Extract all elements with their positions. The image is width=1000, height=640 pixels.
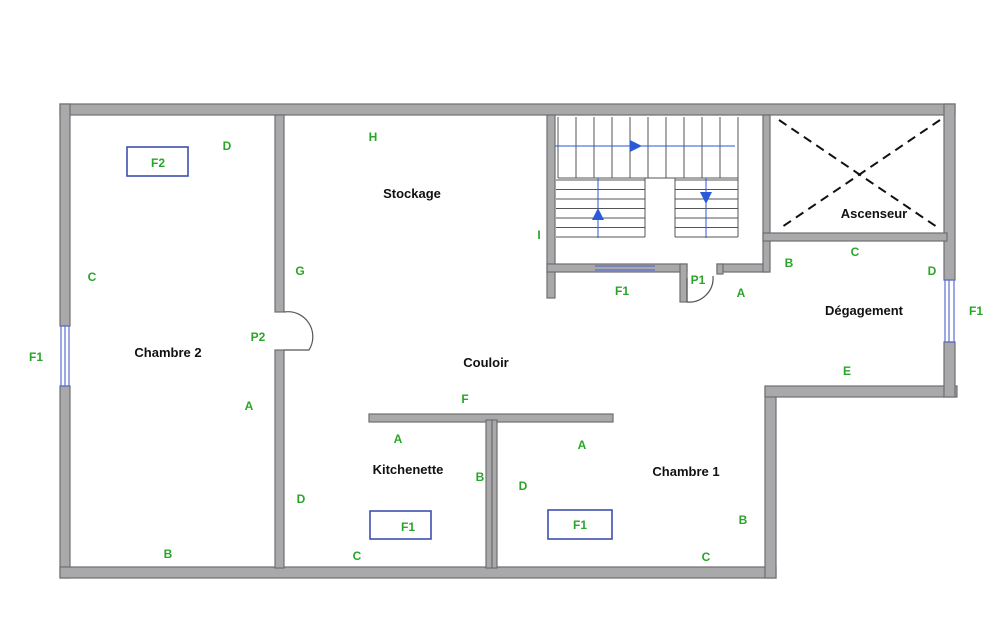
walls: [59, 103, 958, 579]
box-f1-kitchenette: [369, 510, 432, 540]
windows: [60, 265, 955, 387]
kitchenette-chambre1-wall-b: [491, 419, 498, 569]
wall-label-chambre2-b: B: [164, 547, 173, 561]
door-p1-swing: [686, 275, 714, 303]
room-label-chambre1: Chambre 1: [652, 464, 719, 479]
wall-label-degagement-d: D: [928, 264, 937, 278]
box-f2-chambre2-label: F2: [151, 156, 165, 170]
opening-label-f1-stair: F1: [615, 284, 629, 298]
wall-label-stockage-h: H: [369, 130, 378, 144]
wall-label-chambre1-b: B: [739, 513, 748, 527]
wall-label-chambre1-a: A: [578, 438, 587, 452]
opening-label-p1: P1: [691, 273, 706, 287]
outer-wall-bottom: [59, 566, 777, 579]
staircase: [555, 117, 739, 238]
wall-label-chambre1-c: C: [702, 550, 711, 564]
room-label-chambre2: Chambre 2: [134, 345, 201, 360]
wall-label-degagement-b: B: [785, 256, 794, 270]
stair-wall-left: [546, 114, 556, 299]
elevator-shaft: [778, 119, 941, 230]
wall-label-kitchenette-b: B: [476, 470, 485, 484]
doors: [283, 275, 714, 351]
stair-wall-bottom-left: [546, 263, 688, 273]
outer-wall-top: [59, 103, 956, 116]
outer-wall-right-upper: [943, 103, 956, 281]
room-label-couloir: Couloir: [463, 355, 509, 370]
stair-arrow-down: [700, 192, 712, 204]
wall-labels: D C A B H G I F D C A A B A D B C B C D …: [88, 130, 937, 564]
wall-label-chambre2-c: C: [88, 270, 97, 284]
outer-wall-left-upper: [59, 103, 71, 327]
chambre2-partition-upper: [274, 114, 285, 313]
wall-label-couloir-a: A: [737, 286, 746, 300]
room-label-kitchenette: Kitchenette: [373, 462, 444, 477]
kitchenette-chambre1-wall-a: [485, 419, 493, 569]
window-boxes: F2 F1 F1: [126, 146, 613, 540]
wall-label-stockage-g: G: [295, 264, 304, 278]
opening-labels: F1 F1 F1 P1 P2: [29, 273, 983, 364]
box-f1-kitchenette-label: F1: [401, 520, 415, 534]
wall-label-chambre2-a: A: [245, 399, 254, 413]
stair-arrow-up: [592, 208, 604, 220]
elevator-wall-left: [762, 114, 771, 273]
wall-label-chambre2-d: D: [223, 139, 232, 153]
outer-wall-right-lower: [943, 341, 956, 398]
wall-label-stockage-i: I: [537, 228, 540, 242]
opening-label-f1-right: F1: [969, 304, 983, 318]
box-f1-chambre1: [547, 509, 613, 540]
outer-wall-right-notch-vertical: [764, 387, 777, 579]
outer-wall-left-lower: [59, 385, 71, 579]
p1-jamb-right: [716, 263, 724, 275]
wall-label-couloir-f: F: [461, 392, 468, 406]
box-f2-chambre2: [126, 146, 189, 177]
stair-wall-bottom-right: [716, 263, 770, 273]
box-f1-chambre1-label: F1: [573, 518, 587, 532]
room-label-stockage: Stockage: [383, 186, 441, 201]
wall-label-degagement-e: E: [843, 364, 851, 378]
room-label-ascenseur: Ascenseur: [841, 206, 907, 221]
room-labels: Chambre 2 Stockage Couloir Kitchenette C…: [134, 186, 907, 479]
chambre2-partition-lower: [274, 349, 285, 569]
opening-label-f1-left: F1: [29, 350, 43, 364]
door-p2-swing: [283, 311, 314, 351]
wall-label-couloir-c: C: [353, 549, 362, 563]
wall-label-chambre1-d: D: [519, 479, 528, 493]
opening-label-p2: P2: [251, 330, 266, 344]
outer-wall-right-notch-horizontal: [764, 385, 958, 398]
wall-label-kitchenette-a: A: [394, 432, 403, 446]
wall-label-degagement-c: C: [851, 245, 860, 259]
wall-label-couloir-d: D: [297, 492, 306, 506]
elevator-wall-bottom: [762, 232, 948, 242]
stair-arrow-right: [630, 140, 642, 152]
room-label-degagement: Dégagement: [825, 303, 904, 318]
p1-jamb-left: [679, 263, 688, 303]
